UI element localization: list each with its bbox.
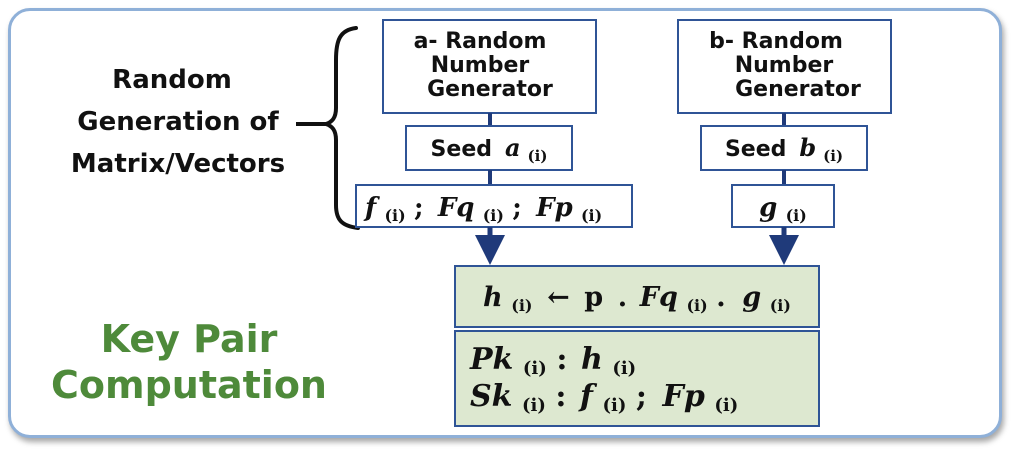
sk-fp-sub: (i) [714,395,738,416]
output-a-sep-2: ; [512,193,522,223]
keys-box [454,330,820,427]
output-a-text: f (i) ; Fq (i) ; Fp (i) [363,193,602,228]
rng-b-label-line-1: b- Random [709,29,843,54]
compute-dot-2: . [716,282,725,313]
sk-fp-var: Fp [662,379,705,414]
output-a-fq-var: Fq [437,193,475,223]
output-a-box [355,184,633,228]
pk-colon: : [556,342,567,377]
secret-key-line: Sk (i) : f (i) ; Fp (i) [470,379,738,419]
compute-g-var: g [742,282,761,313]
rng-a-label-line-3: Generator [427,77,553,102]
random-generation-label-line-3: Matrix/Vectors [71,149,285,179]
sk-colon: : [555,379,566,414]
output-b-g-var: g [759,193,777,223]
seed-b-var: b [799,133,816,162]
seed-b-word: Seed [725,137,786,162]
curly-brace [319,26,360,230]
seed-a-word: Seed [431,137,492,162]
seed-a-text: Seed a (i) [431,133,548,165]
key-pair-label-line-2: Computation [51,363,327,407]
sk-var: Sk [470,379,512,414]
sk-f-var: f [578,379,598,414]
output-b-g-sub: (i) [786,206,807,225]
seed-a-var: a [505,133,521,162]
rng-a-label-line-1: a- Random [414,29,547,54]
rng-b-label-line-2: Number [735,53,834,78]
compute-p: p [584,282,603,313]
seed-b-sub: (i) [823,147,843,165]
seed-b-box [700,125,868,171]
output-b-text: g (i) [759,193,807,225]
pk-var: Pk [469,342,513,377]
output-a-f-var: f [363,193,380,223]
pk-sub: (i) [523,358,547,379]
compute-arrow: ← [547,282,570,313]
seed-a-sub: (i) [528,147,548,165]
output-b-box [731,184,835,228]
key-pair-label-line-1: Key Pair [101,317,278,361]
sk-f-sub: (i) [603,395,627,416]
sk-sep: ; [636,379,647,414]
compute-h-var: h [483,282,503,313]
rng-a-label-line-2: Number [431,53,530,78]
rng-b-label-line-3: Generator [735,77,861,102]
compute-dot-1: . [618,282,627,313]
random-generation-label-line-1: Random [112,65,232,95]
compute-box [454,265,820,328]
compute-h-sub: (i) [511,296,532,315]
output-a-f-sub: (i) [384,206,405,225]
compute-fq-var: Fq [639,282,678,313]
compute-g-sub: (i) [770,296,791,315]
output-a-fp-var: Fp [535,193,573,223]
seed-b-text: Seed b (i) [725,133,843,165]
random-generation-label-line-2: Generation of [77,107,279,137]
compute-formula: h (i) ← p . Fq (i) . g (i) [483,282,791,318]
public-key-line: Pk (i) : h (i) [469,342,636,382]
compute-fq-sub: (i) [686,296,707,315]
output-a-fq-sub: (i) [483,206,504,225]
pk-h-sub: (i) [612,358,636,379]
sk-sub: (i) [522,395,546,416]
rng-a-box [382,19,597,114]
output-a-sep-1: ; [414,193,424,223]
output-a-fp-sub: (i) [581,206,602,225]
pk-h-var: h [581,342,603,377]
